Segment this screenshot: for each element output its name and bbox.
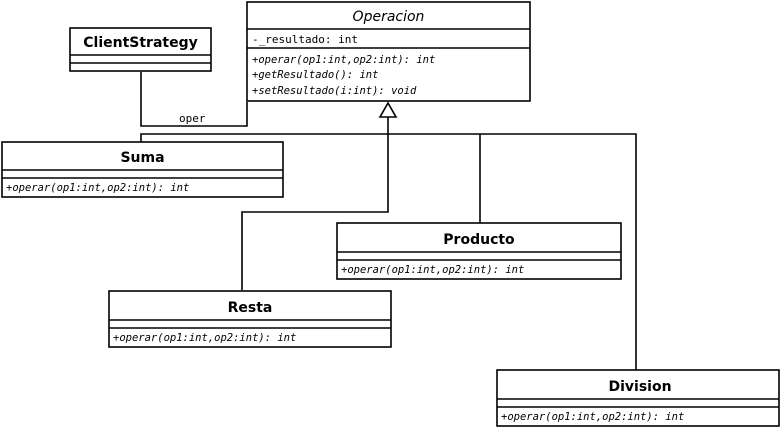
connectors (140, 72, 637, 370)
class-producto[interactable]: Producto +operar(op1:int,op2:int): int (336, 222, 622, 280)
class-division-name: Division (608, 379, 671, 395)
class-division-box (496, 369, 780, 427)
class-producto-box (336, 222, 622, 280)
class-clientstrategy-name: ClientStrategy (83, 35, 198, 51)
association-line (140, 72, 248, 127)
class-resta-operation: +operar(op1:int,op2:int): int (113, 332, 296, 344)
association-label-oper: oper (179, 112, 206, 125)
class-operacion-name: Operacion (353, 9, 425, 25)
class-clientstrategy[interactable]: ClientStrategy (69, 27, 212, 72)
class-operacion-operation: +getResultado(): int (252, 69, 378, 81)
class-suma-operation: +operar(op1:int,op2:int): int (6, 182, 189, 194)
class-producto-name: Producto (443, 232, 515, 248)
class-resta-box (108, 290, 392, 348)
generalization-arrowhead (378, 101, 398, 118)
class-producto-operation: +operar(op1:int,op2:int): int (341, 264, 524, 276)
class-operacion-operation: +operar(op1:int,op2:int): int (252, 54, 435, 66)
class-operacion-box (246, 1, 531, 102)
class-operacion[interactable]: Operacion -_resultado: int +operar(op1:i… (246, 1, 531, 102)
class-operacion-operation: +setResultado(i:int): void (252, 85, 417, 97)
class-suma-name: Suma (120, 150, 164, 166)
class-operacion-attribute: -_resultado: int (252, 33, 358, 46)
class-division[interactable]: Division +operar(op1:int,op2:int): int (496, 369, 780, 427)
class-division-operation: +operar(op1:int,op2:int): int (501, 411, 684, 423)
class-clientstrategy-box (69, 27, 212, 72)
class-suma[interactable]: Suma +operar(op1:int,op2:int): int (1, 141, 284, 198)
class-resta[interactable]: Resta +operar(op1:int,op2:int): int (108, 290, 392, 348)
class-resta-name: Resta (228, 300, 273, 316)
generalization-resta-line (241, 134, 389, 290)
